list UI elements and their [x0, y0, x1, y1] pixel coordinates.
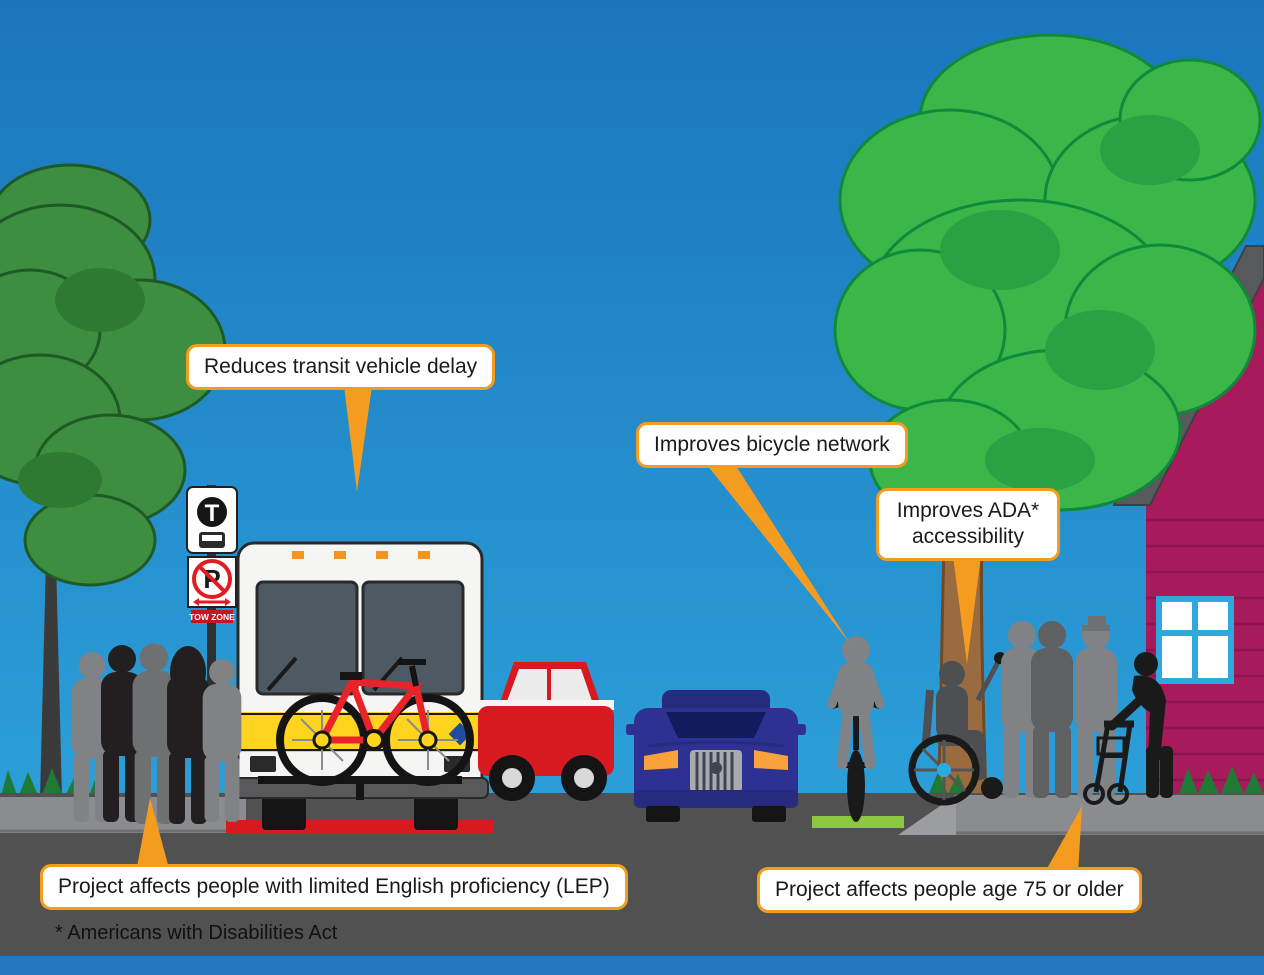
lep-callout-tail [136, 798, 170, 872]
tow-zone-label: TOW ZONE [189, 612, 235, 622]
cyclist [812, 636, 904, 828]
bicycle-callout-tail [699, 455, 849, 642]
age75-callout-tail [1044, 806, 1082, 874]
bike-rack-bicycle [258, 659, 474, 800]
red-car [478, 662, 614, 801]
house-window [1156, 596, 1234, 684]
callout-transit: Reduces transit vehicle delay [186, 344, 496, 391]
headlight-left [644, 750, 678, 770]
callout-bicycle: Improves bicycle network [636, 422, 908, 469]
wheelchair-group [908, 621, 1073, 806]
elderly-group [1075, 616, 1173, 805]
callout-ada-line2: accessibility [911, 525, 1025, 549]
transit-callout-tail [344, 386, 372, 492]
ada-footnote: * Americans with Disabilities Act [55, 922, 338, 944]
sidewalk-right [898, 795, 1264, 835]
callout-tails [136, 386, 1082, 874]
bike-lane-marking [812, 816, 904, 828]
callout-ada: Improves ADA* accessibility [876, 488, 1060, 561]
t-logo-icon [197, 497, 227, 527]
blue-car [626, 690, 806, 822]
callout-age75: Project affects people age 75 or older [757, 867, 1142, 914]
callout-lep: Project affects people with limited Engl… [40, 864, 628, 911]
right-tree [833, 33, 1262, 800]
bus-stop-sign: T P TOW ZONE [186, 485, 238, 820]
callout-age75-label: Project affects people age 75 or older [775, 878, 1124, 901]
ada-callout-tail [952, 548, 982, 664]
rollator-walker [1083, 720, 1134, 805]
bus-pictogram-icon [199, 532, 225, 548]
no-parking-sign: P [187, 556, 237, 608]
callout-transit-label: Reduces transit vehicle delay [204, 355, 478, 378]
t-logo-letter: T [205, 500, 220, 527]
tow-zone-sign: TOW ZONE [189, 610, 235, 623]
callout-bicycle-label: Improves bicycle network [654, 433, 890, 456]
headlight-right [754, 750, 788, 770]
callout-ada-line1: Improves ADA* [896, 499, 1040, 522]
callout-lep-label: Project affects people with limited Engl… [58, 875, 610, 898]
left-tree [0, 163, 227, 798]
pedestrian-group-left [71, 643, 242, 824]
wheelchair-wheel [908, 734, 980, 806]
bus-roof-marker-lights [292, 551, 430, 559]
